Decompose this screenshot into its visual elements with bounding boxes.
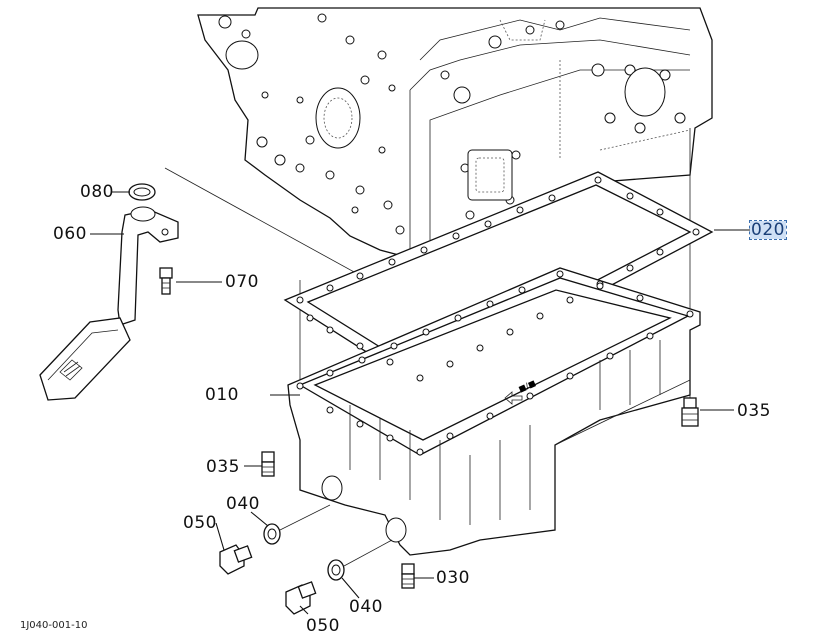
label-060[interactable]: 060 <box>53 224 87 244</box>
oil-strainer-060 <box>39 206 179 401</box>
leader-lines <box>90 191 750 615</box>
bolt-035-left <box>261 451 275 477</box>
label-035-left[interactable]: 035 <box>206 457 240 477</box>
label-030[interactable]: 030 <box>436 568 470 588</box>
bolt-035-right <box>681 397 699 427</box>
label-010[interactable]: 010 <box>205 385 239 405</box>
engine-block <box>197 7 713 259</box>
label-035-right[interactable]: 035 <box>737 401 771 421</box>
label-080[interactable]: 080 <box>80 182 114 202</box>
oil-pan-010: ■/■ <box>287 267 701 556</box>
washer-040-upper <box>263 523 281 545</box>
label-050-lower[interactable]: 050 <box>306 616 340 636</box>
label-040-lower[interactable]: 040 <box>349 597 383 617</box>
figure-code: 1J040-001-10 <box>20 620 88 631</box>
drain-plug-050-lower <box>285 581 317 615</box>
washer-040-lower <box>327 559 345 581</box>
label-020-selected[interactable]: 020 <box>749 220 787 240</box>
bolt-070 <box>159 267 173 295</box>
label-040-upper[interactable]: 040 <box>226 494 260 514</box>
gasket-holes <box>296 176 700 456</box>
drain-plug-050-upper <box>219 544 253 575</box>
label-050-upper[interactable]: 050 <box>183 513 217 533</box>
label-070[interactable]: 070 <box>225 272 259 292</box>
o-ring-080 <box>128 183 156 201</box>
bolt-030 <box>401 563 415 589</box>
